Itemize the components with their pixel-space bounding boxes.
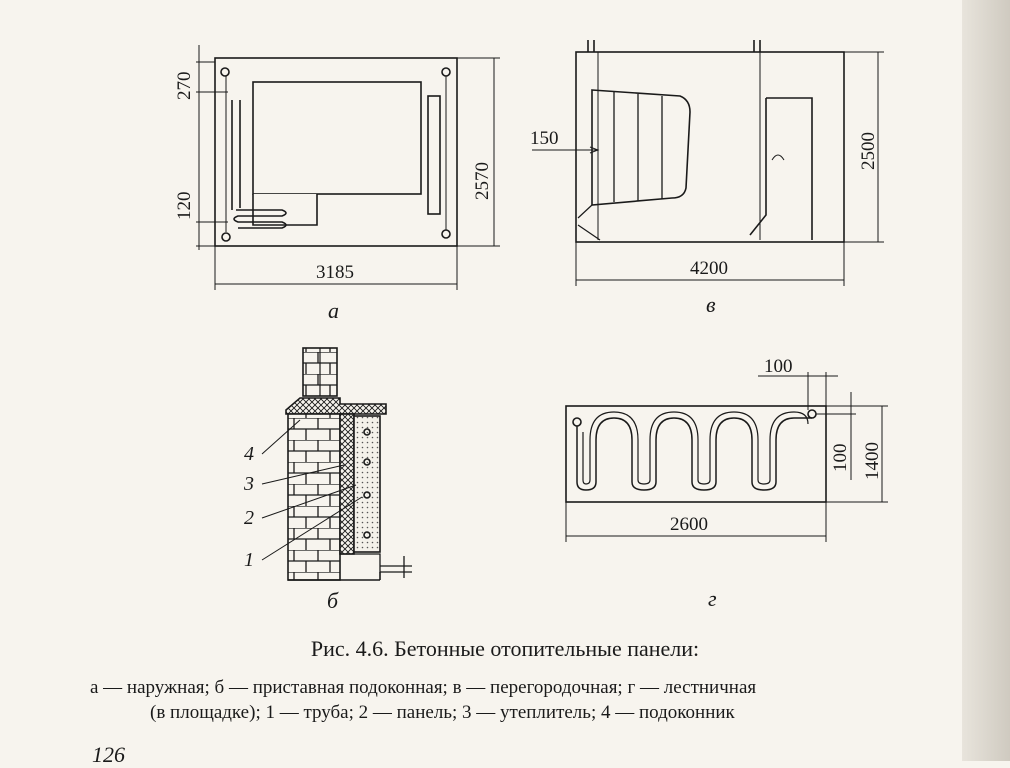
panel-a-window-recess: [427, 95, 441, 215]
panel-b-panel: [353, 415, 381, 553]
panel-v-stair-coil: [591, 89, 691, 206]
panel-g-pipe-left: [572, 417, 582, 427]
panel-g-dim-inner-100: 100: [830, 444, 851, 473]
panel-v-dim-2500: 2500: [858, 132, 879, 170]
page-gutter-shadow: [962, 0, 1010, 761]
panel-g-heating-coil: [576, 417, 812, 491]
panel-b-insulation: [339, 413, 355, 555]
panel-v-outline: [575, 51, 845, 243]
panel-g-outline: [565, 405, 827, 503]
panel-a-letter: а: [328, 298, 339, 323]
figure-caption-title: Рис. 4.6. Бетонные отопительные панели:: [310, 636, 700, 661]
panel-a-window-opening: [252, 81, 422, 195]
panel-a-dim-120: 120: [174, 192, 195, 221]
figure-caption-line-2: (в площадке); 1 — труба; 2 — панель; 3 —…: [150, 702, 735, 723]
panel-g-dim-2600: 2600: [670, 514, 708, 535]
panel-a-dim-2570: 2570: [472, 162, 493, 200]
panel-b-pipe-3: [363, 491, 371, 499]
panel-g-pipe-right: [807, 409, 817, 419]
panel-v: 150 2500 4200 в: [530, 40, 884, 317]
panel-b-pipe-2: [363, 458, 371, 466]
panel-a-outline: [214, 57, 458, 247]
panel-a-pipe-top-right: [441, 67, 451, 77]
panel-b: 4 3 2 1 б: [243, 347, 412, 613]
panel-g: 100 100 1400 2600 г: [565, 356, 888, 611]
panel-a-dim-270: 270: [174, 72, 195, 101]
panel-b-label-3: 3: [243, 473, 254, 495]
panel-b-label-1: 1: [244, 549, 254, 571]
figure-4-6: 270 120 2570 3185 а 150 2500 4200 в: [174, 40, 888, 613]
panel-a-dim-3185: 3185: [316, 262, 354, 283]
panel-b-letter: б: [327, 588, 339, 613]
panel-a-pipe-top-left: [220, 67, 230, 77]
panel-v-dim-150: 150: [530, 128, 559, 149]
panel-v-dim-4200: 4200: [690, 258, 728, 279]
panel-g-dim-top-100: 100: [764, 356, 793, 377]
page-number: 126: [92, 742, 125, 767]
panel-a-pipe-bottom-left: [221, 232, 231, 242]
panel-a-pipe-bottom-right: [441, 229, 451, 239]
panel-g-dim-1400: 1400: [862, 442, 883, 480]
panel-v-letter: в: [706, 292, 716, 317]
panel-b-pipe-4: [363, 531, 371, 539]
panel-b-label-2: 2: [244, 507, 254, 529]
panel-g-letter: г: [708, 586, 717, 611]
panel-b-label-4: 4: [244, 443, 254, 465]
panel-a-heating-coil: [231, 100, 287, 229]
panel-b-pipe-1: [363, 428, 371, 436]
panel-v-door-opening: [749, 97, 813, 240]
panel-a: 270 120 2570 3185 а: [174, 45, 500, 323]
panel-b-windowsill: [285, 397, 387, 415]
figure-caption-line-1: а — наружная; б — приставная подоконная;…: [90, 677, 757, 698]
panel-b-brick-wall: [287, 413, 341, 581]
